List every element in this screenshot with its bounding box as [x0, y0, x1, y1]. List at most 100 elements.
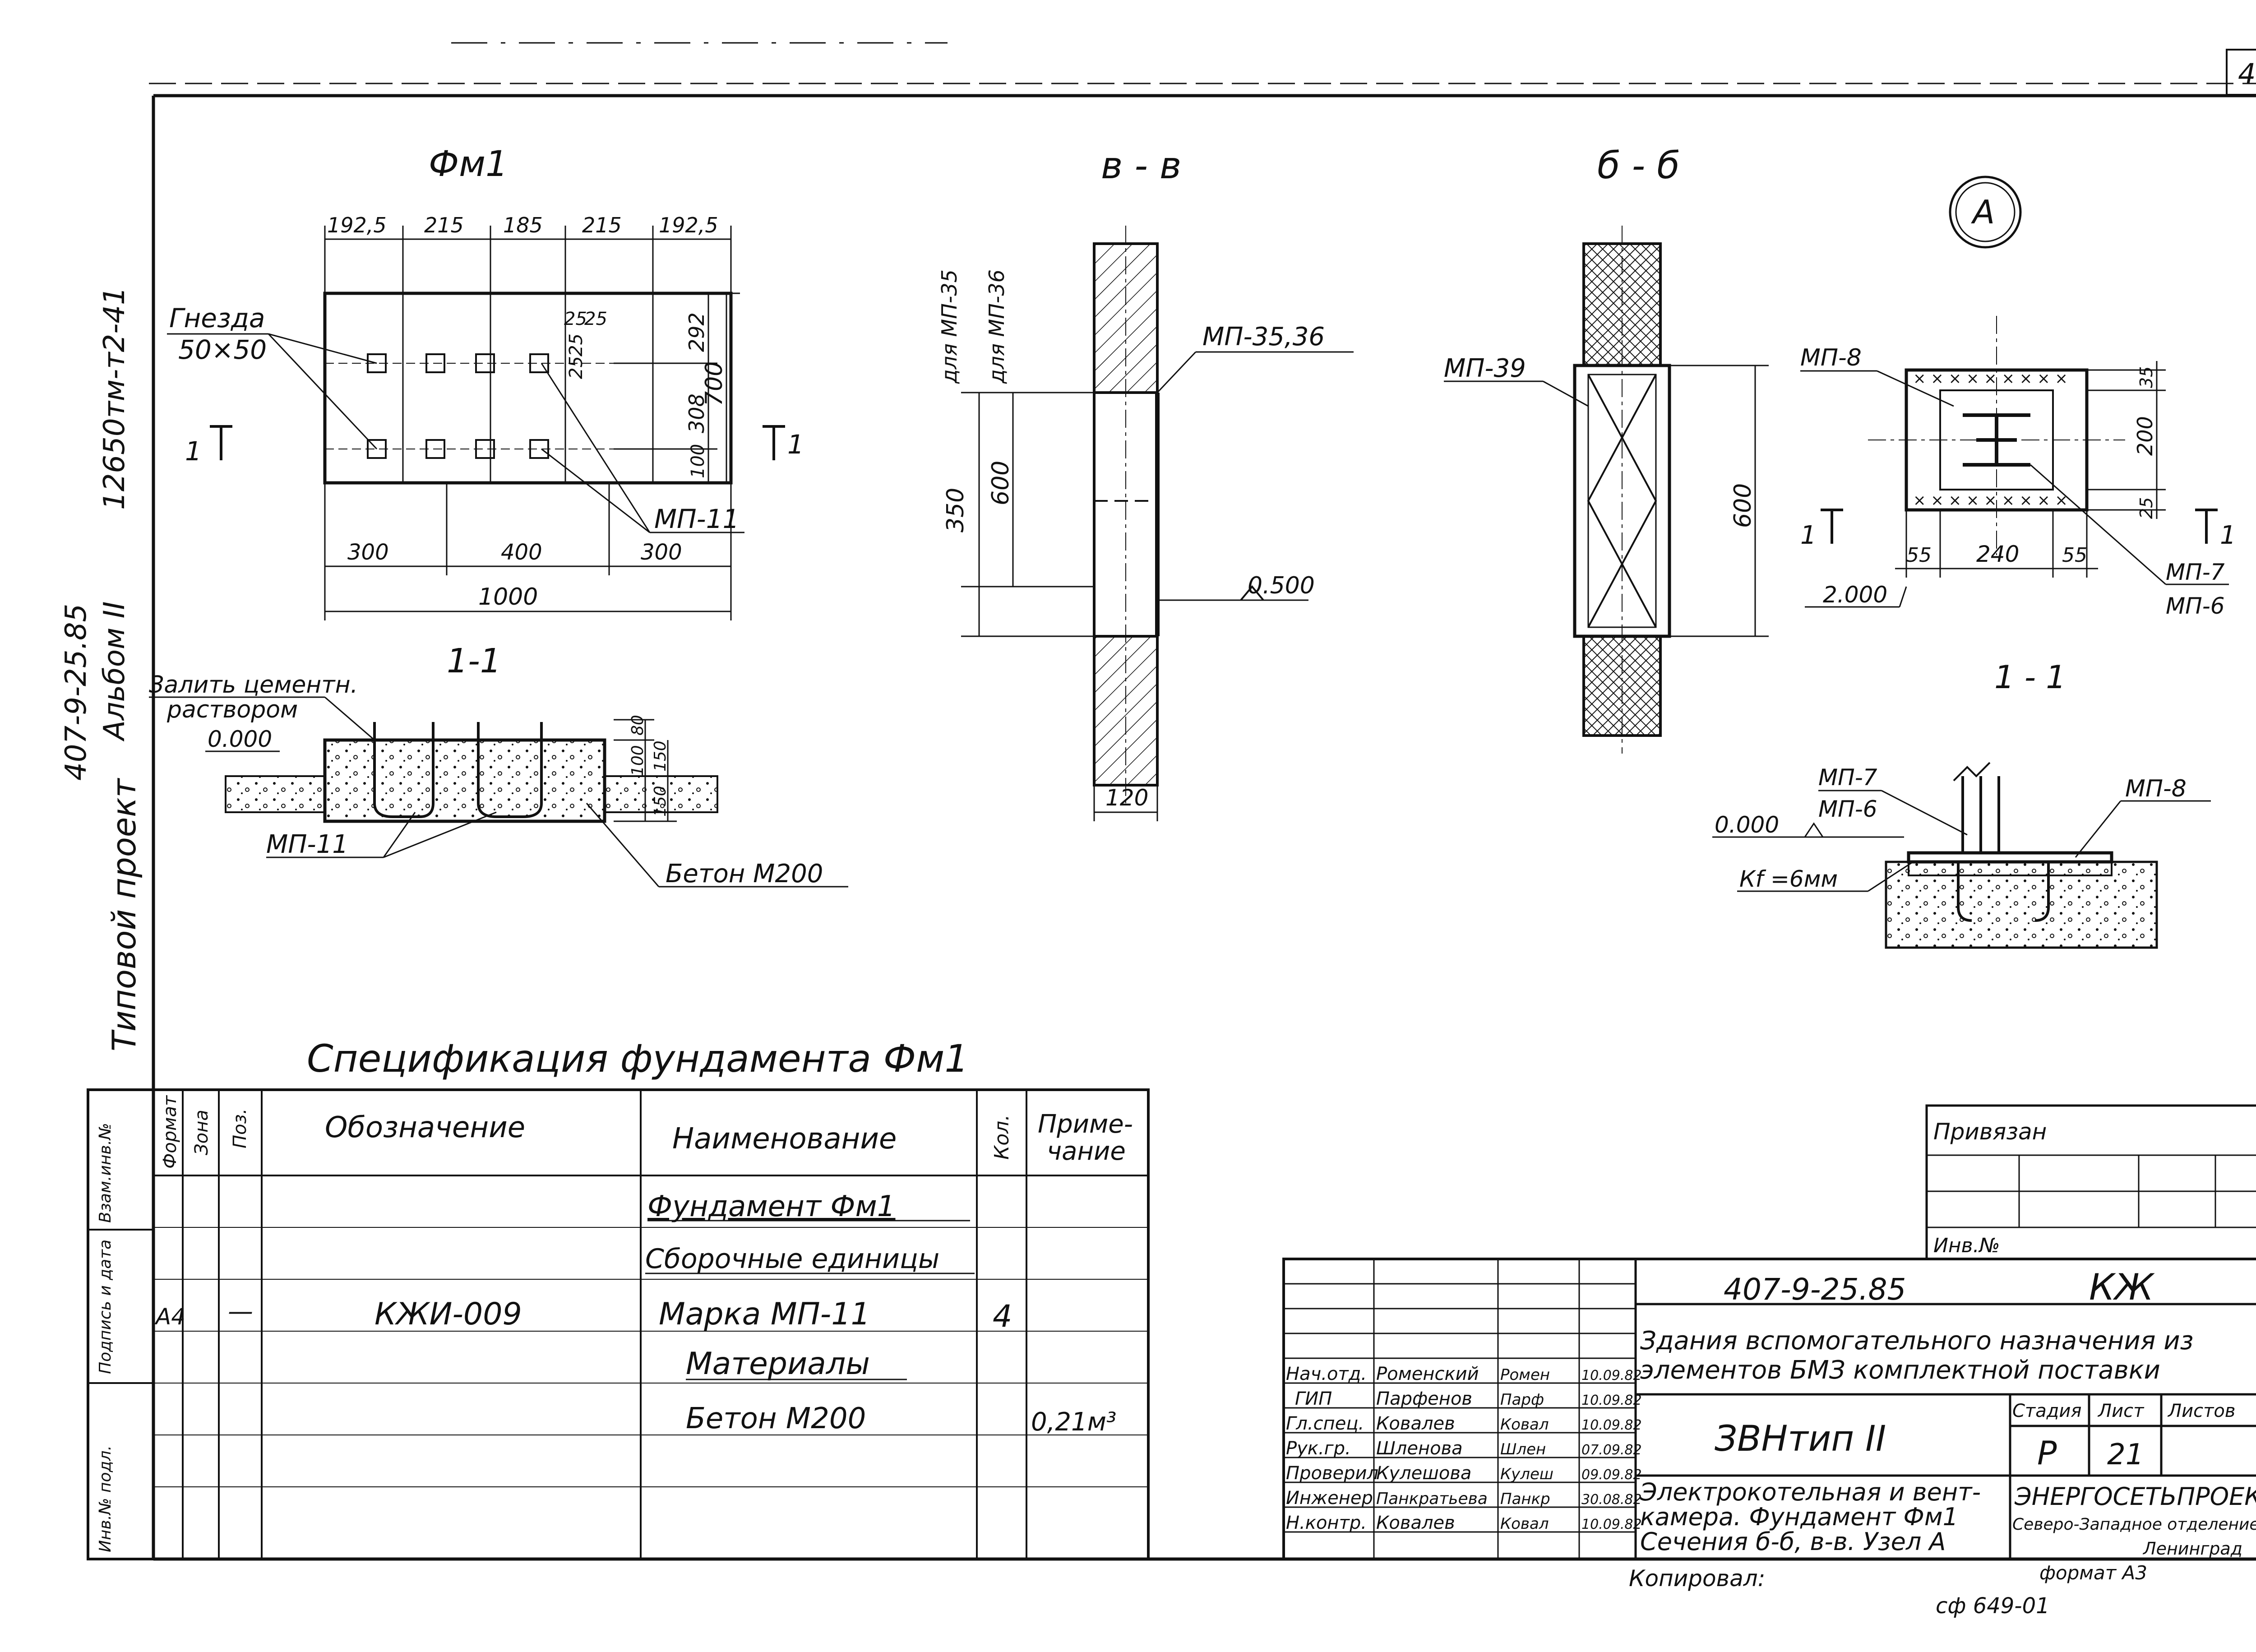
svg-text:× × × × × × × × ×: × × × × × × × × ×	[1913, 370, 2068, 388]
spec-header-name: Наименование	[672, 1122, 897, 1156]
tb-org-3: Ленинград	[2142, 1539, 2242, 1559]
node-a-part6: МП-6	[2166, 593, 2225, 619]
fm1-title: Фм1	[429, 144, 508, 185]
tb-date-4: 07.09.82	[1581, 1442, 1642, 1458]
node-a-part7: МП-7	[2166, 559, 2225, 585]
node-a-dim-bottom-3: 55	[2062, 544, 2087, 567]
vv-label-mp35: для МП-35	[937, 269, 962, 384]
section-v-v: в - в для МП-35 для МП-36 350 600 МП-35,…	[937, 144, 1354, 821]
tb-content-3: Сечения б-б, в-в. Узел А	[1640, 1527, 1946, 1556]
tb-role-5: Проверил	[1286, 1463, 1378, 1484]
tb-role-2: ГИП	[1295, 1388, 1332, 1409]
tb-sign-3: Ковал	[1500, 1416, 1549, 1434]
spec-side-label-3: Взам.инв.№	[96, 1123, 115, 1223]
fm1-outline	[323, 292, 733, 485]
tb-date-5: 09.09.82	[1581, 1467, 1642, 1483]
fm1-small-dim-3: 25	[566, 356, 587, 379]
tb-sheets-header: Листов	[2167, 1401, 2235, 1421]
spec-header-note-1: Приме-	[1038, 1110, 1133, 1139]
fm1-cut-right: 1	[787, 429, 804, 460]
vv-level: 0.500	[1248, 572, 1315, 599]
fm1-cut-left: 1	[185, 436, 202, 467]
node-a-level: 2.000	[1823, 582, 1887, 608]
privyazan-block: Привязан Инв.№	[1925, 1104, 2256, 1260]
tb-code: 407-9-25.85	[1724, 1272, 1906, 1307]
tb-stage: Р	[2037, 1434, 2057, 1472]
fm1-dim-bottom-1: 300	[347, 540, 389, 565]
fm1-dim-bottom-3: 300	[641, 540, 682, 565]
node-sec-title: 1 - 1	[1994, 659, 2066, 696]
tb-date-7: 10.09.82	[1581, 1517, 1642, 1532]
spec-header-qty: Кол.	[990, 1115, 1013, 1160]
tb-sign-5: Кулеш	[1500, 1465, 1553, 1483]
fm1-dim-top-5: 192,5	[659, 213, 718, 237]
title-block: Нач.отд. Роменский Ромен 10.09.82 ГИП Па…	[1282, 1258, 2256, 1560]
node-a-marker: А	[1971, 193, 1995, 231]
fm1-dim-total-w: 1000	[478, 583, 538, 611]
copied-by: Копировал:	[1629, 1565, 1766, 1592]
spec-header-format: Формат	[160, 1095, 180, 1169]
spec-table: Спецификация фундамента Фм1 Формат Зона …	[87, 1037, 1150, 1560]
spec-row3-name: Марка МП-11	[659, 1296, 870, 1332]
table-row: А4 — КЖИ-009 Марка МП-11 4	[154, 1296, 1012, 1334]
table-row: Сборочные единицы	[645, 1243, 975, 1275]
fm1-dim-top-1: 192,5	[327, 213, 387, 237]
sec11-foundation	[323, 738, 606, 823]
section-b-b: б - б МП-39 600	[1444, 144, 1769, 754]
tb-name-4: Шленова	[1376, 1438, 1463, 1459]
fm1-small-dim-4: 25	[566, 333, 587, 356]
tb-stage-header: Стадия	[2012, 1401, 2081, 1421]
spec-side-label-1: Инв.№ подл.	[96, 1445, 115, 1552]
tb-org-2: Северо-Западное отделение	[2012, 1515, 2256, 1534]
sec11-concrete: Бетон М200	[666, 859, 823, 888]
tb-date-6: 30.08.82	[1581, 1492, 1642, 1508]
node-a-dim-bottom-2: 240	[1976, 541, 2019, 567]
fm1-nest-size: 50×50	[178, 334, 267, 365]
node-a: А × × × × × × × × × × × × × × × × × × МП…	[1800, 176, 2236, 619]
tb-name-5: Кулешова	[1376, 1463, 1471, 1484]
privyazan-title: Привязан	[1933, 1119, 2047, 1145]
vv-dim-600: 600	[987, 461, 1014, 505]
vv-dim-350: 350	[942, 488, 969, 532]
node-a-dim-right-3: 25	[2136, 497, 2156, 519]
node-section-1-1: 1 - 1 МП-7 МП-6 МП-8 0.000 Кf =6мм	[1712, 659, 2211, 949]
node-sec-part6: МП-6	[1818, 796, 1877, 822]
tb-role-1: Нач.отд.	[1286, 1364, 1367, 1384]
node-a-cut-right: 1	[2220, 521, 2236, 550]
sec11-dim-3: 150	[651, 740, 670, 772]
tb-sign-4: Шлен	[1500, 1440, 1546, 1458]
fm1-dim-total-h: 700	[701, 361, 728, 406]
tb-sign-7: Ковал	[1500, 1515, 1549, 1533]
sec11-title: 1-1	[447, 642, 501, 680]
spec-row1-name: Фундамент Фм1	[647, 1190, 896, 1223]
privyazan-inv: Инв.№	[1933, 1234, 2000, 1257]
node-sec-weld: Кf =6мм	[1739, 866, 1838, 892]
node-a-dim-bottom-1: 55	[1906, 544, 1932, 567]
spec-title: Спецификация фундамента Фм1	[307, 1037, 969, 1081]
spec-header-designation: Обозначение	[325, 1111, 525, 1144]
node-sec-level: 0.000	[1715, 812, 1779, 838]
sec11-dim-1: 100	[629, 745, 647, 776]
fm1-dim-right-2: 308	[684, 393, 709, 433]
fm1-dim-bottom-2: 400	[501, 540, 542, 565]
tb-building-2: элементов БМЗ комплектной поставки	[1640, 1356, 2160, 1385]
spec-header-pos: Поз.	[230, 1108, 250, 1148]
spec-header-note-2: чание	[1047, 1137, 1126, 1166]
vv-part: МП-35,36	[1202, 322, 1325, 352]
tb-mark: КЖ	[2089, 1266, 2155, 1308]
tb-role-6: Инженер	[1286, 1488, 1373, 1509]
tb-name-1: Роменский	[1376, 1364, 1479, 1384]
spec-side-label-2: Подпись и дата	[96, 1240, 115, 1374]
side-type: Типовой проект	[105, 777, 143, 1051]
fm1-dim-top-3: 185	[503, 213, 543, 237]
fm1-small-dim-2: 25	[584, 309, 607, 329]
spec-row2-name: Сборочные единицы	[645, 1243, 939, 1275]
format-label: формат А3	[2039, 1562, 2147, 1584]
tb-role-4: Рук.гр.	[1286, 1438, 1351, 1459]
fm1-dim-top-2: 215	[424, 213, 464, 237]
tb-date-2: 10.09.82	[1581, 1393, 1642, 1408]
spec-row4-name: Материалы	[686, 1346, 870, 1382]
sec11-part: МП-11	[266, 830, 348, 859]
tb-org-1: ЭНЕРГОСЕТЬПРОЕКТ	[2014, 1482, 2256, 1511]
fm1-part-label: МП-11	[654, 504, 739, 534]
